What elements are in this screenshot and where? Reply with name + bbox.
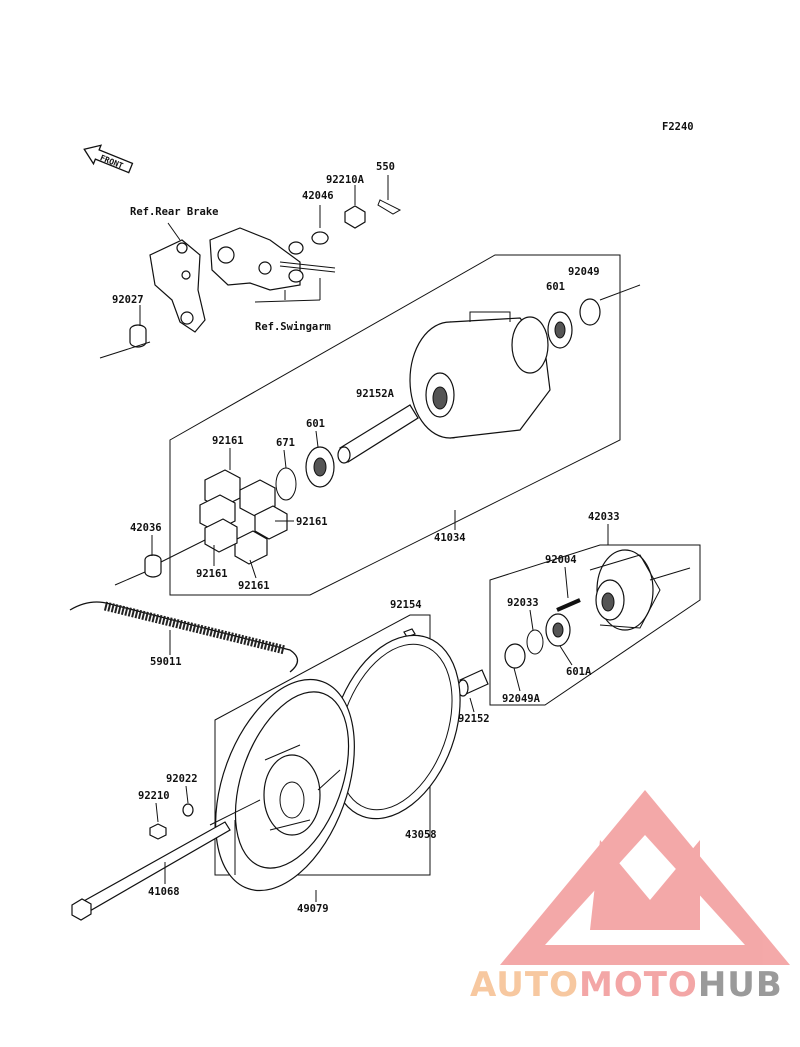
part-601-mid: 601 <box>306 418 325 430</box>
watermark-text: AUTOMOTOHUB <box>470 965 783 1005</box>
part-92049: 92049 <box>568 266 600 278</box>
part-92022: 92022 <box>166 773 198 785</box>
sprocket-coupling <box>589 549 661 631</box>
part-601-top: 601 <box>546 281 565 293</box>
part-42033: 42033 <box>588 511 620 523</box>
part-92161-d: 92161 <box>238 580 270 592</box>
part-671: 671 <box>276 437 295 449</box>
part-92161-a: 92161 <box>212 435 244 447</box>
diagram-code: F2240 <box>662 121 694 133</box>
part-92004: 92004 <box>545 554 577 566</box>
part-92033: 92033 <box>507 597 539 609</box>
part-92210: 92210 <box>138 790 170 802</box>
watermark-moto: MOTO <box>578 965 698 1005</box>
watermark-auto: AUTO <box>470 965 579 1005</box>
part-42036: 42036 <box>130 522 162 534</box>
part-601A: 601A <box>566 666 592 678</box>
rear-wheel <box>215 678 355 892</box>
part-42046: 42046 <box>302 190 334 202</box>
part-92152: 92152 <box>458 713 490 725</box>
watermark-logo-icon <box>500 790 790 965</box>
part-92161-c: 92161 <box>196 568 228 580</box>
drive-belt <box>69 601 299 673</box>
part-92210A: 92210A <box>326 174 365 186</box>
part-92027: 92027 <box>112 294 144 306</box>
ref-rear-brake: Ref.Rear Brake <box>130 206 219 218</box>
part-92049A: 92049A <box>502 693 541 705</box>
front-arrow-icon: FRONT <box>83 144 134 174</box>
part-41068: 41068 <box>148 886 180 898</box>
part-92154: 92154 <box>390 599 422 611</box>
part-92152A: 92152A <box>356 388 395 400</box>
part-49079: 49079 <box>297 903 329 915</box>
watermark-hub: HUB <box>697 965 783 1005</box>
part-41034: 41034 <box>434 532 466 544</box>
axle-shaft <box>71 821 231 921</box>
ref-swingarm: Ref.Swingarm <box>255 321 331 333</box>
damper-rubbers <box>199 469 288 565</box>
brake-bracket-group <box>129 199 402 348</box>
part-92161-b: 92161 <box>296 516 328 528</box>
hub-body <box>409 311 551 439</box>
part-59011: 59011 <box>150 656 182 668</box>
part-43058: 43058 <box>405 829 437 841</box>
part-550: 550 <box>376 161 395 173</box>
